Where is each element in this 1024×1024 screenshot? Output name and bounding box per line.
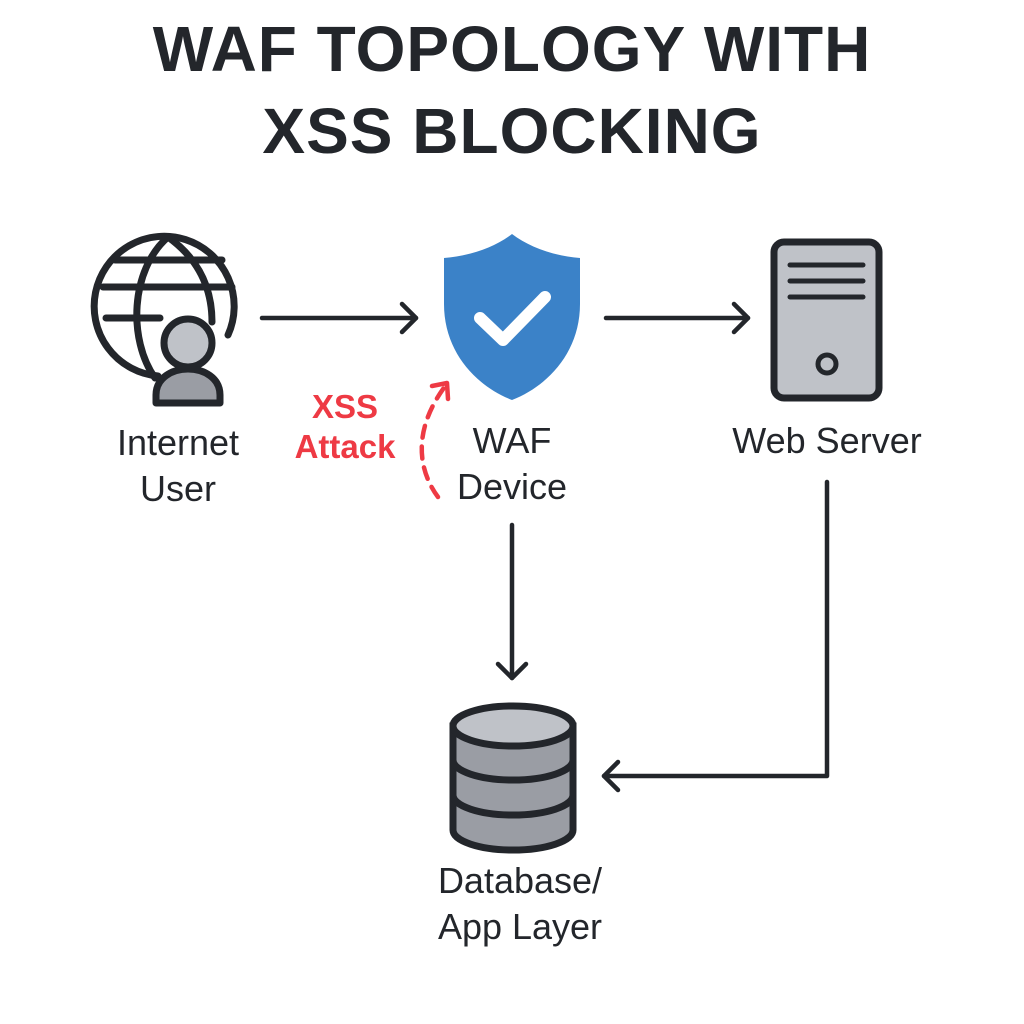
node-internet-user-label: Internet User xyxy=(78,420,278,512)
edge-attack-to-waf xyxy=(419,380,451,500)
edge-server-to-database xyxy=(601,479,830,793)
diagram-title: WAF TOPOLOGY WITH XSS BLOCKING xyxy=(0,8,1024,172)
shield-check-icon xyxy=(444,234,580,400)
arrowhead-icon xyxy=(495,661,529,681)
attack-dashed-line xyxy=(419,382,449,500)
label-line-2: App Layer xyxy=(437,906,603,947)
globe-meridian-left xyxy=(133,233,172,382)
database-band-2 xyxy=(449,794,577,819)
label-line-1: Internet xyxy=(116,422,240,463)
title-line-2: XSS BLOCKING xyxy=(262,95,762,167)
checkmark xyxy=(474,291,551,346)
arrowhead-icon xyxy=(399,301,419,335)
database-top xyxy=(449,702,577,750)
arrowhead-icon xyxy=(601,759,621,793)
edge-line xyxy=(601,479,830,779)
server-icon xyxy=(770,238,883,402)
edge-waf-to-database xyxy=(495,522,529,681)
label-line-2: User xyxy=(139,468,216,509)
label-line-2: Device xyxy=(456,466,568,507)
node-database-label: Database/ App Layer xyxy=(392,858,648,950)
globe-user-icon xyxy=(90,232,238,407)
user-head xyxy=(160,315,216,371)
database-cylinder xyxy=(449,722,577,854)
globe-meridian-right xyxy=(164,233,216,326)
title-line-1: WAF TOPOLOGY WITH xyxy=(152,13,872,85)
label-line-1: Database/ xyxy=(437,860,603,901)
attack-arrowhead-icon xyxy=(429,380,451,402)
xss-attack-label: XSS Attack xyxy=(270,387,420,467)
arrowhead-icon xyxy=(731,301,751,335)
edge-waf-to-server xyxy=(603,301,751,335)
shield-body xyxy=(444,234,580,400)
user-body xyxy=(152,365,224,407)
edge-user-to-waf xyxy=(259,301,419,335)
node-waf-device-label: WAF Device xyxy=(412,418,612,510)
label-line-1: WAF xyxy=(472,420,552,461)
node-web-server-label: Web Server xyxy=(700,418,954,464)
server-power-button xyxy=(815,352,839,376)
label-line-1: Web Server xyxy=(732,420,922,461)
database-icon xyxy=(449,702,577,854)
database-band-1 xyxy=(449,759,577,784)
attack-line-1: XSS xyxy=(311,388,379,425)
attack-line-2: Attack xyxy=(294,428,396,465)
globe-outline xyxy=(90,232,238,380)
